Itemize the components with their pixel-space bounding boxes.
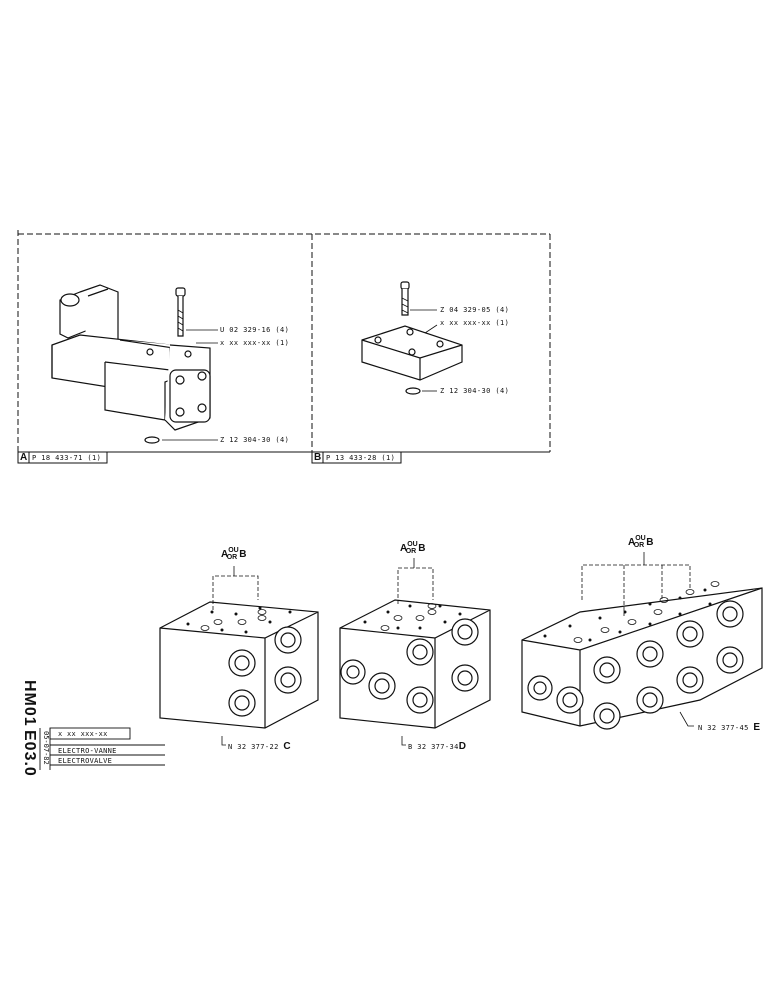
panel-a-part-2: x xx xxx-xx (1) xyxy=(220,339,290,347)
panel-a-part-1: U 02 329-16 (4) xyxy=(220,326,290,334)
panel-b-part-3: Z 12 304-30 (4) xyxy=(440,387,510,395)
panel-a-ref: P 18 433-71 (1) xyxy=(32,454,102,462)
block-d-ref: B 32 377-34D xyxy=(408,741,467,752)
manifold-block-c xyxy=(159,601,319,729)
block-c-ref: N 32 377-22 C xyxy=(228,741,292,752)
drawing-code-2: E03.0 xyxy=(21,730,38,777)
drawing-date: 05-07-82 xyxy=(42,731,50,765)
drawing-code-1: HM01 xyxy=(21,680,38,727)
plate-illustration xyxy=(361,281,463,395)
manifold-block-e xyxy=(521,587,763,730)
panel-a-part-3: Z 12 304-30 (4) xyxy=(220,436,290,444)
block-e-ref: N 32 377-45 E xyxy=(698,722,761,733)
panel-b-tag: B xyxy=(314,452,322,463)
panel-b-part-1: Z 04 329-05 (4) xyxy=(440,306,510,314)
panel-b-ref: P 13 433-28 (1) xyxy=(326,454,396,462)
valve-illustration xyxy=(51,284,211,444)
panel-b-part-2: x xx xxx-xx (1) xyxy=(440,319,510,327)
panel-a-tag: A xyxy=(20,452,28,463)
title-fr: ELECTRO-VANNE xyxy=(58,747,117,755)
manifold-block-d xyxy=(339,599,491,729)
part-number: x xx xxx-xx xyxy=(58,730,108,738)
title-en: ELECTROVALVE xyxy=(58,757,113,765)
